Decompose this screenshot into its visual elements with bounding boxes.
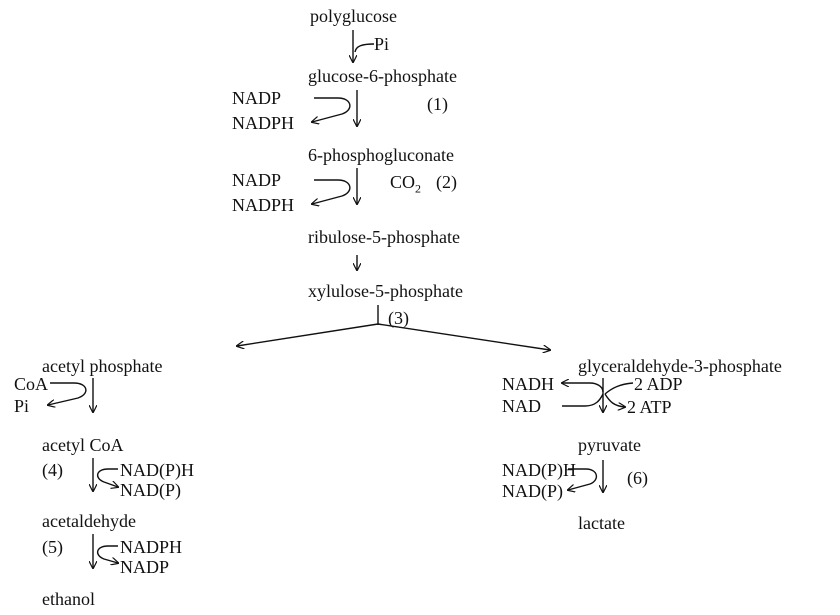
cofactor-nadph-1: NADPH xyxy=(232,113,295,133)
cofactor-nadph-2: NADPH xyxy=(232,195,295,215)
compound-ribulose-5-phosphate: ribulose-5-phosphate xyxy=(308,227,460,247)
arrow-adp-in xyxy=(604,382,634,395)
co2-text: CO xyxy=(390,172,416,192)
cofactor-nadp-5: NADP xyxy=(120,557,170,577)
compound-polyglucose: polyglucose xyxy=(310,6,397,26)
cofactor-nadp-6: NAD(P) xyxy=(502,481,563,501)
step-label-2: (2) xyxy=(436,172,457,192)
compound-acetyl-coa: acetyl CoA xyxy=(42,435,124,455)
compound-lactate: lactate xyxy=(578,513,625,533)
cofactor-pi-left: Pi xyxy=(14,396,30,416)
cofactor-nadp-1: NADP xyxy=(232,88,282,108)
co2-subscript: 2 xyxy=(415,181,422,196)
cofactor-nadph-5: NADPH xyxy=(120,537,183,557)
arrow-pi-in xyxy=(354,43,375,53)
arrow-nadph-nadp-4 xyxy=(97,468,118,487)
cofactor-nadph-4: NAD(P)H xyxy=(120,460,194,480)
compound-pyruvate: pyruvate xyxy=(578,435,641,455)
arrow-to-gap xyxy=(377,323,550,350)
arrow-nad-nadh xyxy=(562,383,604,393)
arrow-nadph-nadp-6 xyxy=(568,468,597,490)
compound-acetaldehyde: acetaldehyde xyxy=(42,511,136,531)
arrow-coa-pi xyxy=(48,382,87,405)
step-label-4: (4) xyxy=(42,460,63,480)
arrow-to-acetyl-phosphate xyxy=(237,323,379,346)
compound-glucose-6-phosphate: glucose-6-phosphate xyxy=(308,66,457,86)
step-label-6: (6) xyxy=(627,468,648,488)
compound-xylulose-5-phosphate: xylulose-5-phosphate xyxy=(308,281,463,301)
compound-6-phosphogluconate: 6-phosphogluconate xyxy=(308,145,454,165)
arrow-nadph-nadp-5 xyxy=(97,545,118,563)
cofactor-2-adp: 2 ADP xyxy=(634,374,683,394)
compound-glyceraldehyde-3-phosphate: glyceraldehyde-3-phosphate xyxy=(578,356,782,376)
step-label-1: (1) xyxy=(427,94,448,114)
arrow-nadp-nadph-1 xyxy=(312,97,351,122)
cofactor-nadp-4: NAD(P) xyxy=(120,480,181,500)
cofactor-nad: NAD xyxy=(502,396,541,416)
cofactor-nadph-6: NAD(P)H xyxy=(502,460,576,480)
cofactor-nadh: NADH xyxy=(502,374,554,394)
compound-acetyl-phosphate: acetyl phosphate xyxy=(42,356,163,376)
cofactor-coa: CoA xyxy=(14,374,49,394)
arrow-atp-out xyxy=(604,393,625,407)
cofactor-pi-top: Pi xyxy=(374,34,390,54)
compound-ethanol: ethanol xyxy=(42,589,95,609)
step-label-3: (3) xyxy=(388,308,409,328)
byproduct-co2: CO2 xyxy=(390,172,421,199)
arrow-nadp-nadph-2 xyxy=(312,179,351,204)
arrow-nad-in xyxy=(562,393,604,407)
cofactor-nadp-2: NADP xyxy=(232,170,282,190)
step-label-5: (5) xyxy=(42,537,63,557)
cofactor-2-atp: 2 ATP xyxy=(627,397,672,417)
